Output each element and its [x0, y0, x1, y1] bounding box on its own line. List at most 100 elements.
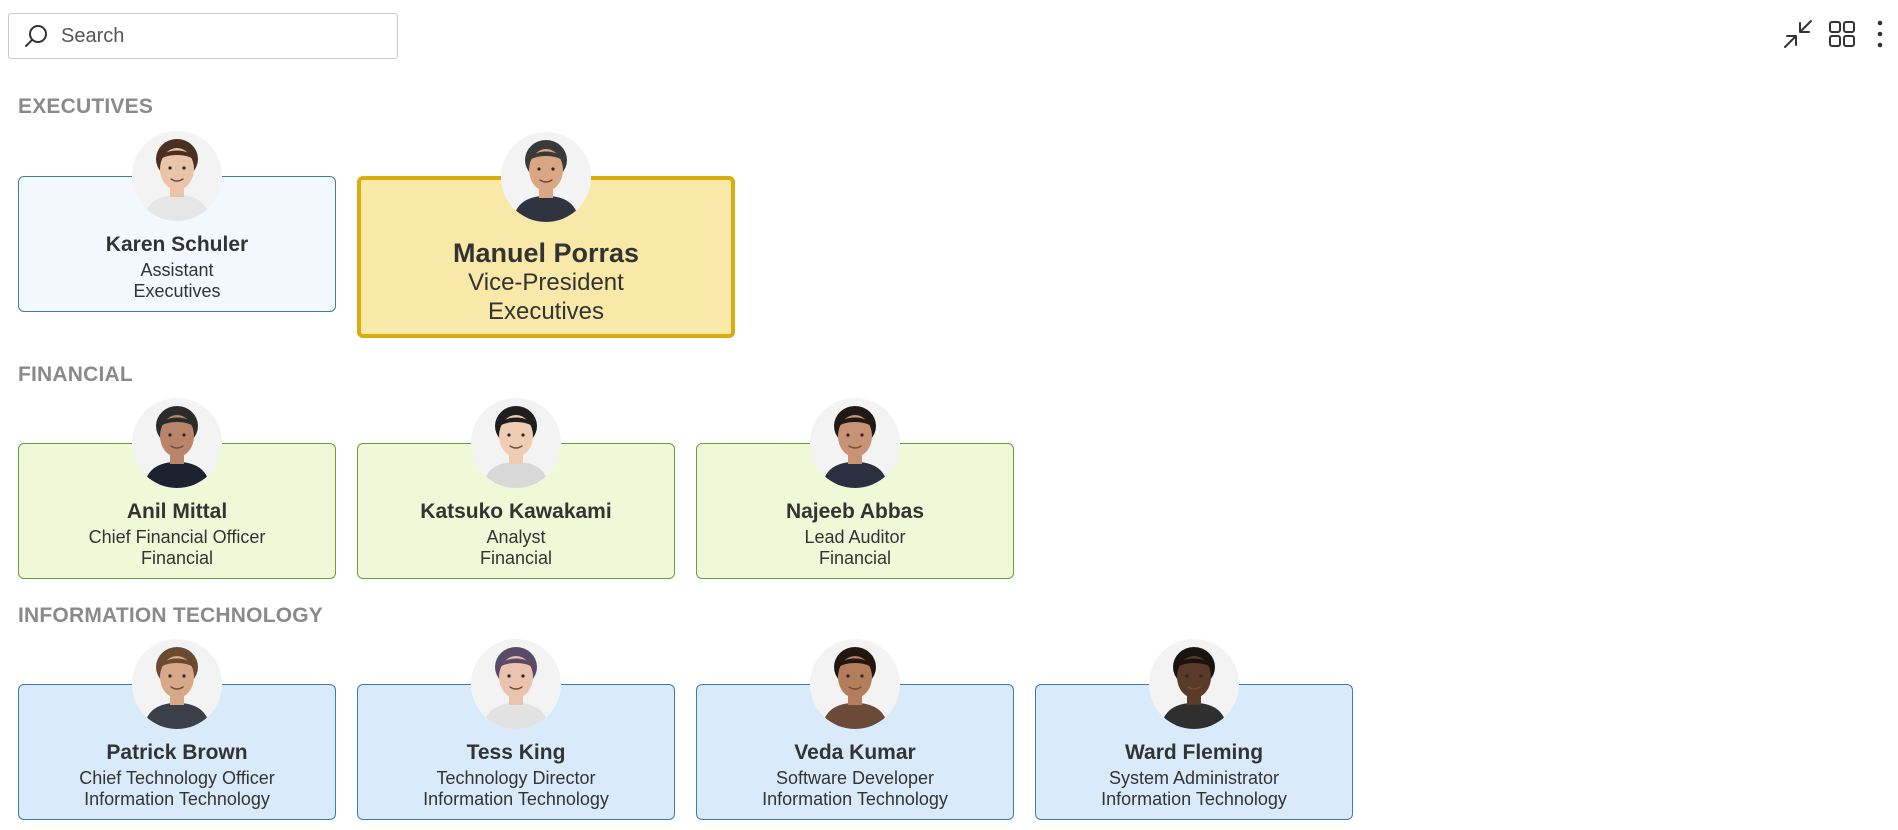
employee-name: Ward Fleming: [1124, 741, 1264, 764]
section-title-executives: EXECUTIVES: [18, 95, 154, 118]
portrait-mouth: [509, 686, 523, 690]
employee-department: Executives: [133, 281, 221, 301]
employee-name: Manuel Porras: [452, 238, 640, 268]
portrait-shoulders: [822, 462, 888, 488]
portrait-image: [810, 639, 900, 729]
portrait-eye: [521, 433, 525, 437]
portrait-hairline: [837, 417, 873, 428]
employee-card[interactable]: Katsuko Kawakami Analyst Financial: [357, 398, 675, 579]
portrait-mouth: [170, 445, 184, 449]
portrait-image: [132, 639, 222, 729]
toolbar: [1782, 19, 1898, 54]
portrait-eye: [860, 674, 864, 678]
employee-card[interactable]: Ward Fleming System Administrator Inform…: [1035, 639, 1353, 820]
employee-title: Chief Technology Officer: [79, 768, 275, 788]
avatar: [471, 398, 561, 488]
portrait-face: [499, 656, 533, 698]
employee-department: Information Technology: [84, 789, 270, 809]
portrait-face: [160, 148, 194, 190]
employee-department: Financial: [479, 548, 553, 568]
search-icon: [23, 23, 49, 49]
portrait-eye: [521, 674, 525, 678]
portrait-eye: [507, 433, 511, 437]
employee-name: Veda Kumar: [794, 741, 916, 764]
employee-card-selected[interactable]: Manuel Porras Vice-President Executives: [357, 132, 735, 338]
portrait-hairline: [159, 417, 195, 428]
search-input[interactable]: [59, 23, 383, 49]
portrait-eye: [860, 433, 864, 437]
employee-card[interactable]: Tess King Technology Director Informatio…: [357, 639, 675, 820]
employee-department: Financial: [140, 548, 214, 568]
more-options-button[interactable]: [1870, 20, 1890, 52]
portrait-image: [1149, 639, 1239, 729]
portrait-eye: [182, 674, 186, 678]
portrait-hairline: [159, 150, 195, 161]
search-box[interactable]: [8, 13, 398, 59]
employee-department: Executives: [487, 298, 605, 325]
avatar: [132, 131, 222, 221]
portrait-eye: [537, 167, 541, 171]
employee-card[interactable]: Anil Mittal Chief Financial Officer Fina…: [18, 398, 336, 579]
portrait-eye: [182, 433, 186, 437]
portrait-hairline: [528, 151, 564, 162]
portrait-eye: [507, 674, 511, 678]
grid-view-icon: [1827, 19, 1857, 54]
portrait-eye: [846, 433, 850, 437]
employee-name: Patrick Brown: [106, 741, 248, 764]
employee-name: Anil Mittal: [126, 500, 228, 523]
portrait-face: [160, 415, 194, 457]
collapse-button[interactable]: [1782, 19, 1814, 54]
employee-title: Lead Auditor: [804, 527, 906, 547]
portrait-shoulders: [513, 196, 579, 222]
portrait-eye: [168, 166, 172, 170]
avatar: [501, 132, 591, 222]
portrait-hairline: [837, 658, 873, 669]
portrait-image: [132, 398, 222, 488]
collapse-arrows-icon: [1783, 19, 1813, 54]
employee-title: Vice-President: [468, 269, 624, 296]
portrait-face: [499, 415, 533, 457]
grid-view-button[interactable]: [1826, 20, 1858, 52]
employee-name: Karen Schuler: [105, 233, 249, 256]
portrait-hairline: [159, 658, 195, 669]
portrait-face: [160, 656, 194, 698]
portrait-eye: [551, 167, 555, 171]
portrait-hairline: [498, 658, 534, 669]
portrait-shoulders: [483, 462, 549, 488]
portrait-hairline: [1176, 658, 1212, 669]
employee-title: Analyst: [486, 527, 546, 547]
employee-card[interactable]: Patrick Brown Chief Technology Officer I…: [18, 639, 336, 820]
employee-title: Chief Financial Officer: [88, 527, 266, 547]
employee-title: Assistant: [140, 260, 214, 280]
employee-department: Information Technology: [762, 789, 948, 809]
portrait-mouth: [170, 686, 184, 690]
more-vertical-icon: [1876, 19, 1884, 54]
employee-card[interactable]: Najeeb Abbas Lead Auditor Financial: [696, 398, 1014, 579]
portrait-face: [838, 415, 872, 457]
portrait-mouth: [509, 445, 523, 449]
avatar: [471, 639, 561, 729]
portrait-eye: [168, 433, 172, 437]
portrait-shoulders: [144, 195, 210, 221]
employee-title: Software Developer: [775, 768, 935, 788]
avatar: [810, 639, 900, 729]
employee-title: Technology Director: [436, 768, 596, 788]
portrait-eye: [846, 674, 850, 678]
employee-card[interactable]: Veda Kumar Software Developer Informatio…: [696, 639, 1014, 820]
employee-department: Information Technology: [1101, 789, 1287, 809]
portrait-image: [471, 639, 561, 729]
avatar: [132, 639, 222, 729]
employee-department: Financial: [818, 548, 892, 568]
portrait-shoulders: [483, 703, 549, 729]
portrait-image: [471, 398, 561, 488]
portrait-shoulders: [1161, 703, 1227, 729]
employee-card[interactable]: Karen Schuler Assistant Executives: [18, 131, 336, 312]
portrait-image: [501, 132, 591, 222]
portrait-mouth: [539, 179, 553, 183]
portrait-image: [810, 398, 900, 488]
portrait-hairline: [498, 417, 534, 428]
portrait-eye: [168, 674, 172, 678]
avatar: [132, 398, 222, 488]
employee-name: Katsuko Kawakami: [420, 500, 612, 523]
